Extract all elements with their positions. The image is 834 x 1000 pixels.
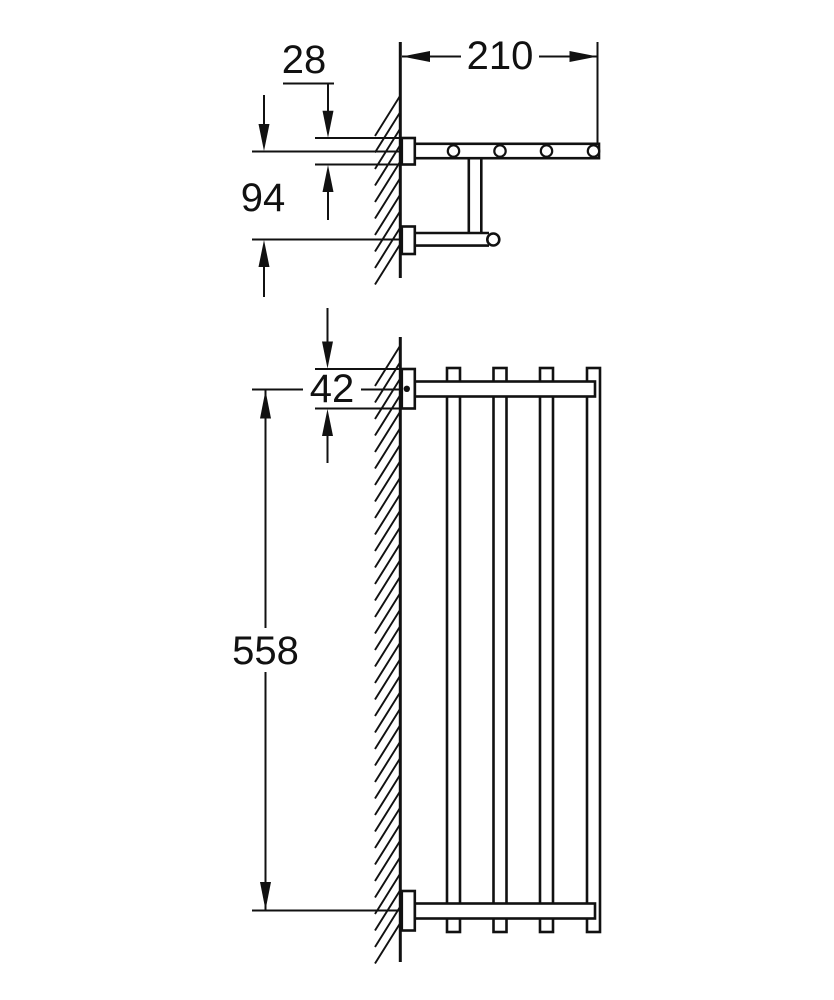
dimension-94: 94 <box>241 95 286 297</box>
bracket-screw-dot <box>403 385 410 392</box>
arrowhead-up-icon <box>322 165 334 192</box>
shelf-bar-circle-3 <box>539 144 554 158</box>
dimension-558: 558 <box>232 390 299 910</box>
support-post-side <box>467 150 483 240</box>
shelf-bar-circle-2 <box>493 144 507 158</box>
wall-hatching-front <box>374 345 401 965</box>
vertical-bar-4 <box>585 366 602 934</box>
arrowhead-right-icon <box>569 51 598 62</box>
arrowhead-down-icon <box>258 124 270 151</box>
side-view: 210 28 94 <box>241 34 601 297</box>
dim-value-94: 94 <box>241 176 286 220</box>
arrowhead-up-icon <box>260 390 271 419</box>
dim-value-210: 210 <box>467 34 534 78</box>
bottom-rail-front <box>413 902 597 920</box>
extension-lines-front <box>252 368 401 912</box>
arrowhead-down-icon <box>322 341 333 369</box>
arrowhead-left-icon <box>402 51 430 62</box>
dim-value-558: 558 <box>232 629 299 673</box>
arrowhead-up-icon <box>322 409 333 436</box>
vertical-bar-3 <box>538 366 555 934</box>
shelf-bar-circle-4 <box>586 144 601 158</box>
shelf-bar-circle-1 <box>446 144 461 158</box>
arrowhead-up-icon <box>258 240 270 267</box>
towel-rail-end-circle <box>485 232 501 247</box>
arrowhead-down-icon <box>322 110 334 138</box>
vertical-bars <box>445 366 602 934</box>
towel-rail-side <box>413 231 489 247</box>
front-view: 42 558 <box>232 308 602 965</box>
upper-wall-bracket-side <box>400 136 417 166</box>
shelf-bar-end-circles <box>446 144 601 158</box>
vertical-bar-2 <box>492 366 508 934</box>
vertical-bar-1 <box>445 366 462 934</box>
lower-wall-bracket-front <box>400 889 417 932</box>
dim-value-42: 42 <box>310 367 355 411</box>
wall-hatching-side <box>374 95 401 286</box>
dimension-28: 28 <box>282 38 334 220</box>
dimension-42: 42 <box>310 308 355 463</box>
top-rail-front <box>413 380 597 398</box>
arrowhead-down-icon <box>260 882 271 910</box>
lower-wall-bracket-side <box>400 225 417 256</box>
dimension-210: 210 <box>402 34 598 78</box>
extension-lines-side <box>252 42 599 241</box>
dim-value-28: 28 <box>282 38 327 82</box>
shelf-arm-side <box>413 142 601 160</box>
